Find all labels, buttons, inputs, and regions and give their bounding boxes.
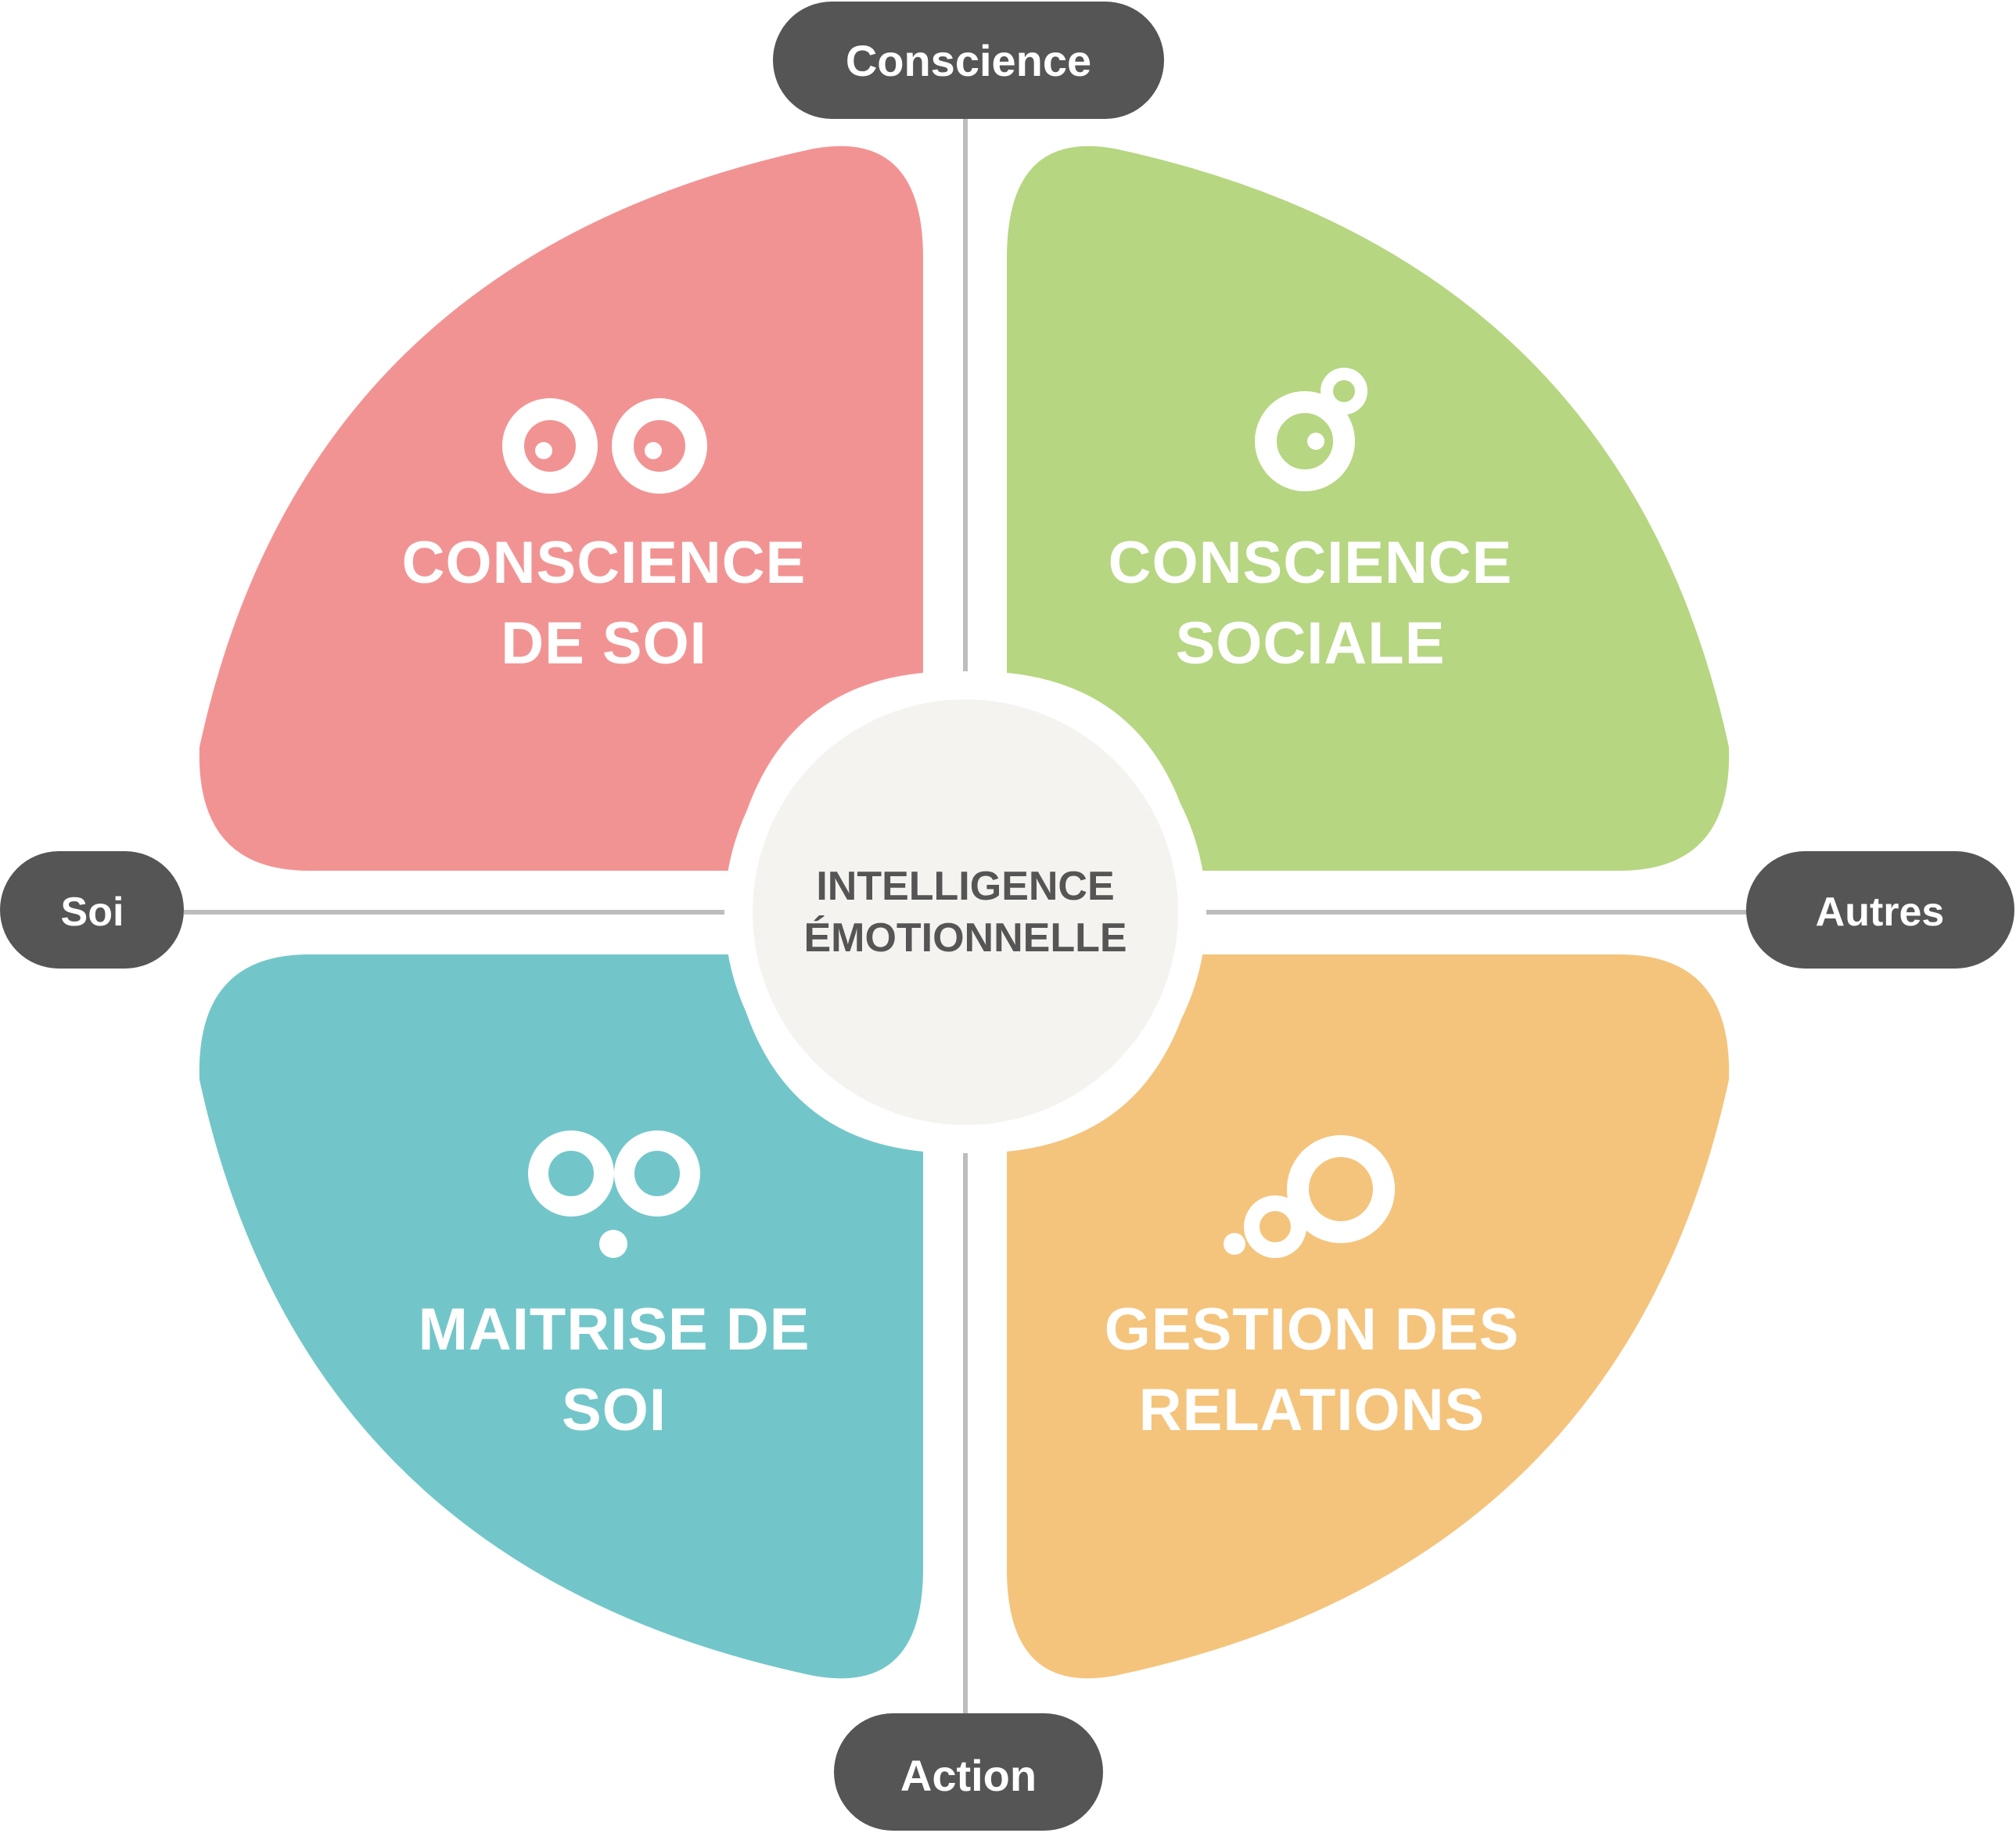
axis-label-bottom: Action [900,1751,1037,1800]
quadrant-title-bottom-left-line1: MAITRISE DE [419,1296,810,1363]
quadrant-conscience-de-soi [199,146,923,872]
center-title-line2: ÉMOTIONNELLE [803,915,1127,961]
two-eyes-icon [502,398,707,494]
axis-pill-bottom: Action [834,1713,1103,1831]
axis-label-left: Soi [61,890,124,935]
quadrant-title-top-left-line2: DE SOI [501,610,707,677]
quadrant-conscience-sociale [1007,146,1730,872]
quadrant-title-bottom-right-line2: RELATIONS [1139,1377,1485,1443]
quadrant-title-bottom-left-line2: SOI [562,1377,667,1443]
center-circle [753,699,1178,1125]
quadrant-title-top-left-line1: CONSCIENCE [402,530,807,596]
quadrant-title-top-right-line1: CONSCIENCE [1109,530,1513,596]
axis-label-top: Conscience [846,36,1091,85]
quadrant-gestion-des-relations [1007,954,1730,1679]
thought-bubble-icon [528,1130,700,1258]
quadrant-title-top-right-line2: SOCIALE [1176,610,1446,677]
connected-circles-icon [1224,1135,1395,1258]
quadrant-maitrise-de-soi [199,954,923,1679]
axis-pill-right: Autres [1746,851,2014,969]
axis-pill-top: Conscience [773,2,1164,119]
axis-pill-left: Soi [0,851,184,969]
eye-with-bubble-icon [1255,368,1367,491]
quadrant-title-bottom-right-line1: GESTION DES [1105,1296,1519,1363]
axis-label-right: Autres [1816,890,1945,935]
center-title-line1: INTELLIGENCE [816,864,1114,909]
